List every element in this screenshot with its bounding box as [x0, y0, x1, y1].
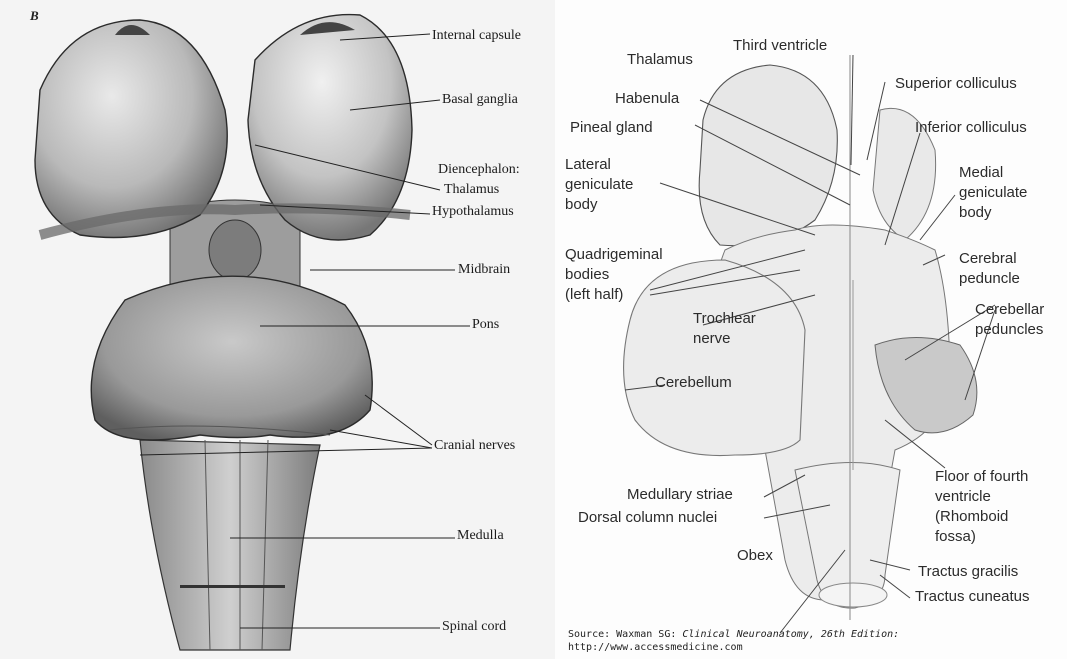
- label-cerebral-peduncle: Cerebral peduncle: [959, 249, 1020, 289]
- label-floor-fourth-ventricle: Floor of fourth ventricle (Rhomboid foss…: [935, 467, 1028, 547]
- label-lateral-geniculate-body: Lateral geniculate body: [565, 155, 633, 215]
- panel-letter: B: [30, 8, 39, 24]
- source-citation: Source: Waxman SG: Clinical Neuroanatomy…: [568, 628, 899, 654]
- label-medial-geniculate-body: Medial geniculate body: [959, 163, 1027, 223]
- label-spinal-cord: Spinal cord: [442, 619, 506, 635]
- label-pineal-gland: Pineal gland: [570, 118, 653, 138]
- label-tractus-gracilis: Tractus gracilis: [918, 562, 1018, 582]
- schematic-panel: Third ventricle Thalamus Superior collic…: [555, 0, 1067, 659]
- label-basal-ganglia: Basal ganglia: [442, 92, 518, 108]
- pons-shape: [91, 276, 372, 440]
- label-dorsal-column-nuclei: Dorsal column nuclei: [578, 508, 717, 528]
- label-pons: Pons: [472, 317, 499, 333]
- label-hypothalamus: Hypothalamus: [432, 204, 514, 220]
- label-cerebellum: Cerebellum: [655, 373, 732, 393]
- label-medullary-striae: Medullary striae: [627, 485, 733, 505]
- label-thalamus-right: Thalamus: [627, 50, 693, 70]
- label-quadrigeminal-bodies: Quadrigeminal bodies (left half): [565, 245, 663, 305]
- label-diencephalon: Diencephalon:: [438, 162, 520, 178]
- thalamus-shape: [699, 65, 837, 246]
- label-cerebellar-peduncles: Cerebellar peduncles: [975, 300, 1044, 340]
- label-tractus-cuneatus: Tractus cuneatus: [915, 587, 1030, 607]
- label-thalamus-left: Thalamus: [444, 182, 499, 198]
- label-obex: Obex: [737, 546, 773, 566]
- label-trochlear-nerve: Trochlear nerve: [693, 309, 756, 349]
- label-midbrain: Midbrain: [458, 262, 510, 278]
- illustration-panel: B Internal capsule Basal ganglia Diencep…: [0, 0, 555, 659]
- medulla-shape: [140, 440, 320, 650]
- label-inferior-colliculus: Inferior colliculus: [915, 118, 1027, 138]
- source-url[interactable]: http://www.accessmedicine.com: [568, 641, 899, 654]
- label-superior-colliculus: Superior colliculus: [895, 74, 1017, 94]
- label-habenula: Habenula: [615, 89, 679, 109]
- label-medulla: Medulla: [457, 528, 504, 544]
- label-third-ventricle: Third ventricle: [733, 36, 827, 56]
- label-cranial-nerves: Cranial nerves: [434, 438, 515, 454]
- label-internal-capsule: Internal capsule: [432, 28, 521, 44]
